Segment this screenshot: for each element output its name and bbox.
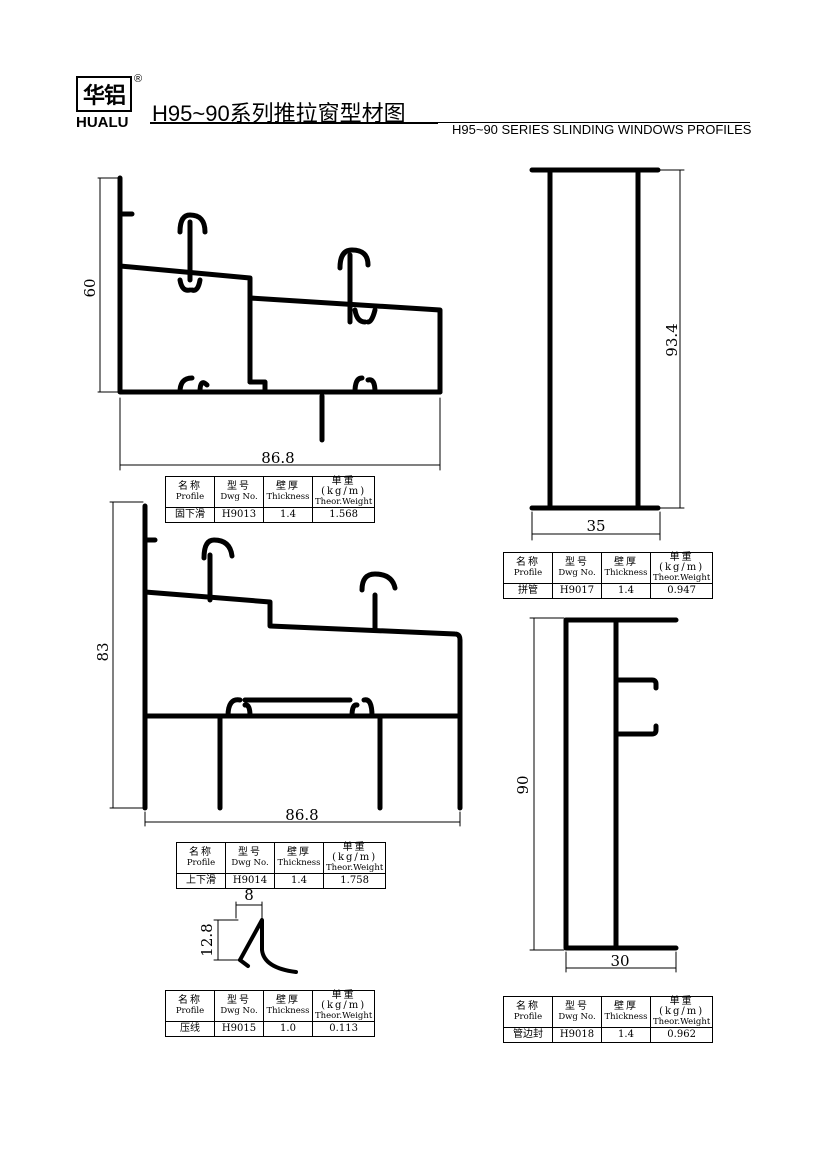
title-underline xyxy=(150,122,438,124)
header-weight: 单重(kg/m)Theor.Weight xyxy=(311,990,376,1022)
header-weight: 单重(kg/m)Theor.Weight xyxy=(322,842,387,874)
unit-weight: 0.947 xyxy=(649,583,714,599)
unit-weight: 0.962 xyxy=(649,1027,714,1043)
wall-thickness: 1.4 xyxy=(263,507,313,523)
dwg-number: H9018 xyxy=(552,1027,602,1043)
unit-weight: 0.113 xyxy=(311,1021,376,1037)
logo-chinese-text: 华铝 xyxy=(82,84,126,109)
profile-name: 固下滑 xyxy=(165,507,215,523)
registered-mark: ® xyxy=(134,73,143,85)
unit-weight: 1.758 xyxy=(322,873,387,889)
profile-name: 拼管 xyxy=(503,583,553,599)
dim-h9015-width: 8 xyxy=(244,886,254,904)
dim-h9018-width: 30 xyxy=(610,952,629,970)
profile-drawing-h9014 xyxy=(109,501,463,827)
header-weight: 单重(kg/m)Theor.Weight xyxy=(311,476,376,508)
unit-weight: 1.568 xyxy=(311,507,376,523)
profile-name: 管边封 xyxy=(503,1027,553,1043)
profile-name: 上下滑 xyxy=(176,873,226,889)
dwg-number: H9014 xyxy=(225,873,275,889)
profile-drawing-h9018 xyxy=(529,617,679,973)
header-weight: 单重(kg/m)Theor.Weight xyxy=(649,996,714,1028)
dim-h9013-width: 86.8 xyxy=(261,449,294,467)
page-subtitle: H95~90 SERIES SLINDING WINDOWS PROFILES xyxy=(452,122,752,137)
profile-drawing-h9013 xyxy=(97,175,443,471)
header-rule xyxy=(150,122,750,123)
dwg-number: H9013 xyxy=(214,507,264,523)
wall-thickness: 1.4 xyxy=(601,583,651,599)
dim-h9013-height: 60 xyxy=(81,278,99,297)
profile-name: 压线 xyxy=(165,1021,215,1037)
logo-english-text: HUALU xyxy=(76,114,129,131)
dwg-number: H9015 xyxy=(214,1021,264,1037)
logo: 华铝 xyxy=(76,76,132,112)
page-title: H95~90系列推拉窗型材图 xyxy=(152,101,406,126)
header-weight: 单重(kg/m)Theor.Weight xyxy=(649,552,714,584)
dim-h9017-width: 35 xyxy=(586,517,605,535)
dim-h9017-height: 93.4 xyxy=(663,323,681,356)
wall-thickness: 1.4 xyxy=(274,873,324,889)
dim-h9014-height: 83 xyxy=(94,642,112,661)
dim-h9015-height: 12.8 xyxy=(198,923,216,956)
dim-h9014-width: 86.8 xyxy=(285,806,318,824)
wall-thickness: 1.0 xyxy=(263,1021,313,1037)
profile-drawing-h9015 xyxy=(213,901,298,974)
dim-h9018-height: 90 xyxy=(514,775,532,794)
wall-thickness: 1.4 xyxy=(601,1027,651,1043)
dwg-number: H9017 xyxy=(552,583,602,599)
profile-drawing-h9017 xyxy=(529,167,685,541)
